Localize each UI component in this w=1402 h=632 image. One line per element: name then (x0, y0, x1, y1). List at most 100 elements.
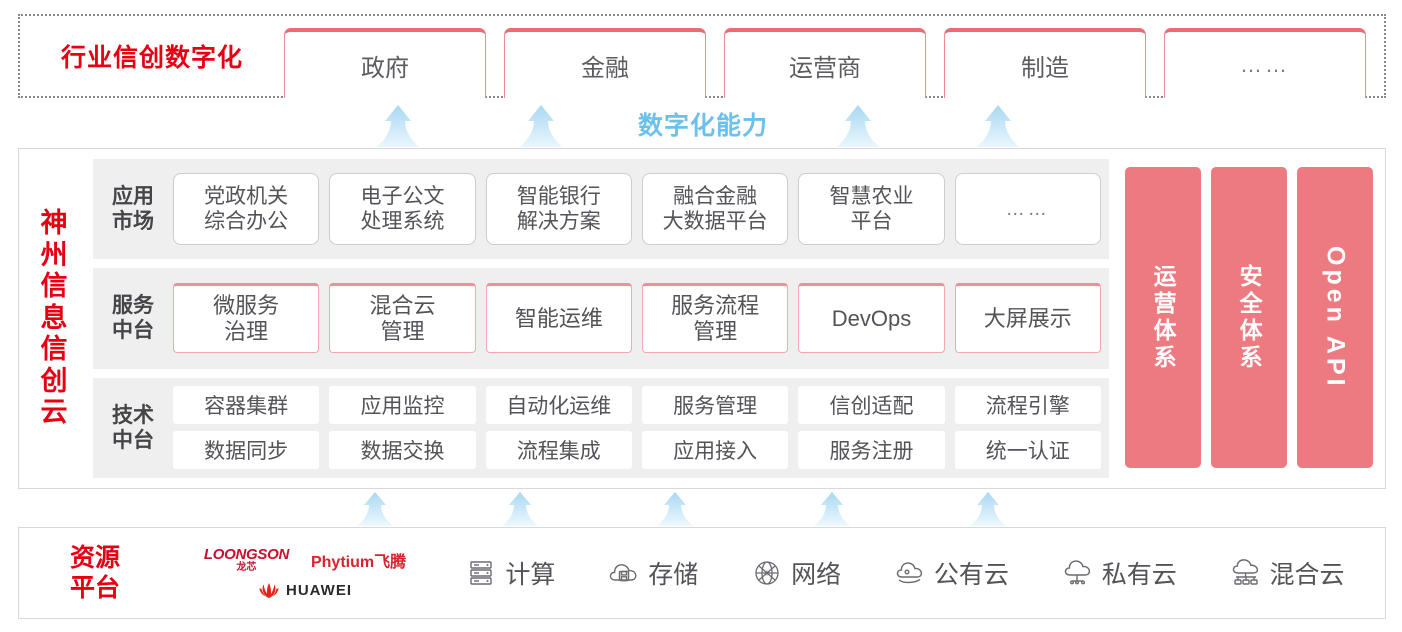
up-arrow-icon (500, 491, 540, 527)
layer-service-platform: 服务 中台 微服务 治理 混合云 管 (93, 268, 1109, 369)
app-card-finance-bigdata[interactable]: 融合金融 大数据平台 (641, 173, 789, 246)
tech-card-service-registry[interactable]: 服务注册 (798, 431, 945, 470)
card-line: 智慧农业 (829, 184, 914, 208)
layer-label-app-market: 应用 市场 (101, 184, 165, 234)
pillar-operations-system[interactable]: 运营体系 (1125, 167, 1201, 468)
top-connector-arrows: 数字化能力 (0, 100, 1402, 148)
card-line: 电子公文 (360, 184, 445, 208)
card-line: 综合办公 (204, 210, 289, 234)
layer-label-line: 应用 (112, 184, 154, 208)
tech-card-row: 容器集群 应用监控 自动化运维 服务管理 信创适配 流程引擎 (173, 386, 1101, 425)
loongson-logo: LOONGSON 龙芯 (204, 547, 289, 573)
app-card-e-document[interactable]: 电子公文 处理系统 (329, 173, 476, 246)
tech-card-data-exchange[interactable]: 数据交换 (329, 431, 476, 470)
industry-tab-manufacturing[interactable]: 制造 (944, 28, 1146, 98)
huawei-flower-icon (258, 582, 280, 600)
up-arrow-icon (518, 104, 564, 148)
resource-item-label: 计算 (505, 561, 556, 589)
service-card-devops[interactable]: DevOps (798, 283, 945, 354)
industry-tab-more[interactable]: …… (1164, 28, 1366, 98)
resource-item-public-cloud[interactable]: 公有云 (894, 555, 1009, 591)
card-line: 平台 (850, 210, 893, 234)
cloud-title-char-6: 云 (40, 397, 68, 428)
huawei-logo: HUAWEI (258, 582, 352, 600)
tech-card-grid: 容器集群 应用监控 自动化运维 服务管理 信创适配 流程引擎 数据同步 数据交换… (165, 386, 1101, 470)
public-cloud-icon (894, 557, 926, 589)
hybrid-cloud-icon (1230, 557, 1262, 589)
card-line: 党政机关 (204, 184, 289, 208)
layer-label-line: 中台 (112, 319, 154, 343)
cloud-platform-title: 神州信息信创云 (19, 149, 89, 488)
vendor-logo-row: LOONGSON 龙芯 Phytium飞腾 (204, 547, 406, 573)
bottom-connector-arrows (0, 489, 1402, 527)
resource-title-line: 平台 (69, 574, 120, 602)
pillar-security-system[interactable]: 安全体系 (1211, 167, 1287, 468)
tech-card-app-monitoring[interactable]: 应用监控 (329, 386, 476, 425)
cloud-layer-stack: 应用 市场 党政机关 综合办公 电子公文 (93, 159, 1109, 478)
vendor-logo-group: LOONGSON 龙芯 Phytium飞腾 HUA (171, 547, 439, 600)
up-arrow-icon (975, 104, 1021, 148)
up-arrow-icon (375, 104, 421, 148)
app-card-gov-office[interactable]: 党政机关 综合办公 (173, 173, 320, 246)
tech-card-data-sync[interactable]: 数据同步 (173, 431, 320, 470)
resource-item-label: 网络 (791, 561, 842, 589)
service-card-process-mgmt[interactable]: 服务流程 管理 (641, 283, 789, 354)
up-arrow-icon (968, 491, 1008, 527)
resource-item-label: 混合云 (1269, 561, 1345, 589)
up-arrow-icon (655, 491, 695, 527)
card-line: 解决方案 (516, 210, 601, 234)
pillar-open-api[interactable]: Open API (1297, 167, 1373, 468)
card-line: 融合金融 (673, 184, 758, 208)
up-arrow-icon (355, 491, 395, 527)
tech-card-process-integration[interactable]: 流程集成 (485, 431, 632, 470)
layer-label-line: 市场 (112, 210, 154, 234)
card-line: 微服务 (213, 292, 280, 318)
industry-band: 行业信创数字化 政府 金融 运营商 制造 …… (18, 14, 1386, 98)
card-line: 治理 (224, 319, 269, 345)
app-card-smart-bank[interactable]: 智能银行 解决方案 (485, 173, 632, 246)
resource-item-private-cloud[interactable]: 私有云 (1062, 555, 1177, 591)
tech-card-app-access[interactable]: 应用接入 (641, 431, 789, 470)
app-card-more[interactable]: …… (954, 173, 1101, 246)
card-line: 管理 (693, 319, 738, 345)
service-card-big-screen[interactable]: 大屏展示 (954, 283, 1101, 354)
tech-card-container-cluster[interactable]: 容器集群 (173, 386, 320, 425)
resource-item-compute[interactable]: 计算 (465, 555, 555, 591)
service-card-hybrid-cloud-mgmt[interactable]: 混合云 管理 (329, 283, 476, 354)
resource-item-label: 存储 (648, 561, 699, 589)
tech-card-service-mgmt[interactable]: 服务管理 (641, 386, 789, 425)
resource-item-label: 公有云 (933, 561, 1009, 589)
card-line: 智能银行 (516, 184, 601, 208)
layer-label-line: 技术 (112, 403, 154, 427)
cross-cutting-pillars: 运营体系 安全体系 Open API (1119, 159, 1373, 478)
industry-tab-operator[interactable]: 运营商 (724, 28, 926, 98)
resource-item-network[interactable]: 网络 (751, 555, 841, 591)
tech-card-xinchuang-adaptation[interactable]: 信创适配 (798, 386, 945, 425)
layer-app-market: 应用 市场 党政机关 综合办公 电子公文 (93, 159, 1109, 260)
cloud-storage-icon (608, 557, 640, 589)
industry-tab-list: 政府 金融 运营商 制造 …… (284, 14, 1384, 98)
layer-label-tech-platform: 技术 中台 (101, 403, 165, 453)
tech-card-process-engine[interactable]: 流程引擎 (954, 386, 1101, 425)
cloud-title-char-1: 州 (40, 239, 68, 270)
resource-item-storage[interactable]: 存储 (608, 555, 698, 591)
private-cloud-icon (1062, 557, 1094, 589)
service-card-smart-ops[interactable]: 智能运维 (485, 283, 632, 354)
resource-title-line: 资源 (69, 544, 120, 572)
pillar-label: 运营体系 (1150, 263, 1177, 372)
cloud-title-char-5: 创 (40, 365, 68, 396)
service-card-microservice-governance[interactable]: 微服务 治理 (173, 283, 320, 354)
cloud-platform-content: 应用 市场 党政机关 综合办公 电子公文 (89, 149, 1385, 488)
layer-label-line: 服务 (112, 294, 154, 318)
up-arrow-icon (812, 491, 852, 527)
layer-tech-platform: 技术 中台 容器集群 应用监控 自动化运维 服务管理 信创适配 流程引擎 (93, 377, 1109, 478)
tech-card-unified-auth[interactable]: 统一认证 (954, 431, 1101, 470)
industry-tab-finance[interactable]: 金融 (504, 28, 706, 98)
resource-item-hybrid-cloud[interactable]: 混合云 (1230, 555, 1345, 591)
app-market-card-list: 党政机关 综合办公 电子公文 处理系统 智能银行 (165, 173, 1101, 246)
service-card-list: 微服务 治理 混合云 管理 智能运维 (165, 283, 1101, 354)
app-card-smart-agriculture[interactable]: 智慧农业 平台 (798, 173, 945, 246)
tech-card-automated-ops[interactable]: 自动化运维 (485, 386, 632, 425)
industry-tab-government[interactable]: 政府 (284, 28, 486, 98)
